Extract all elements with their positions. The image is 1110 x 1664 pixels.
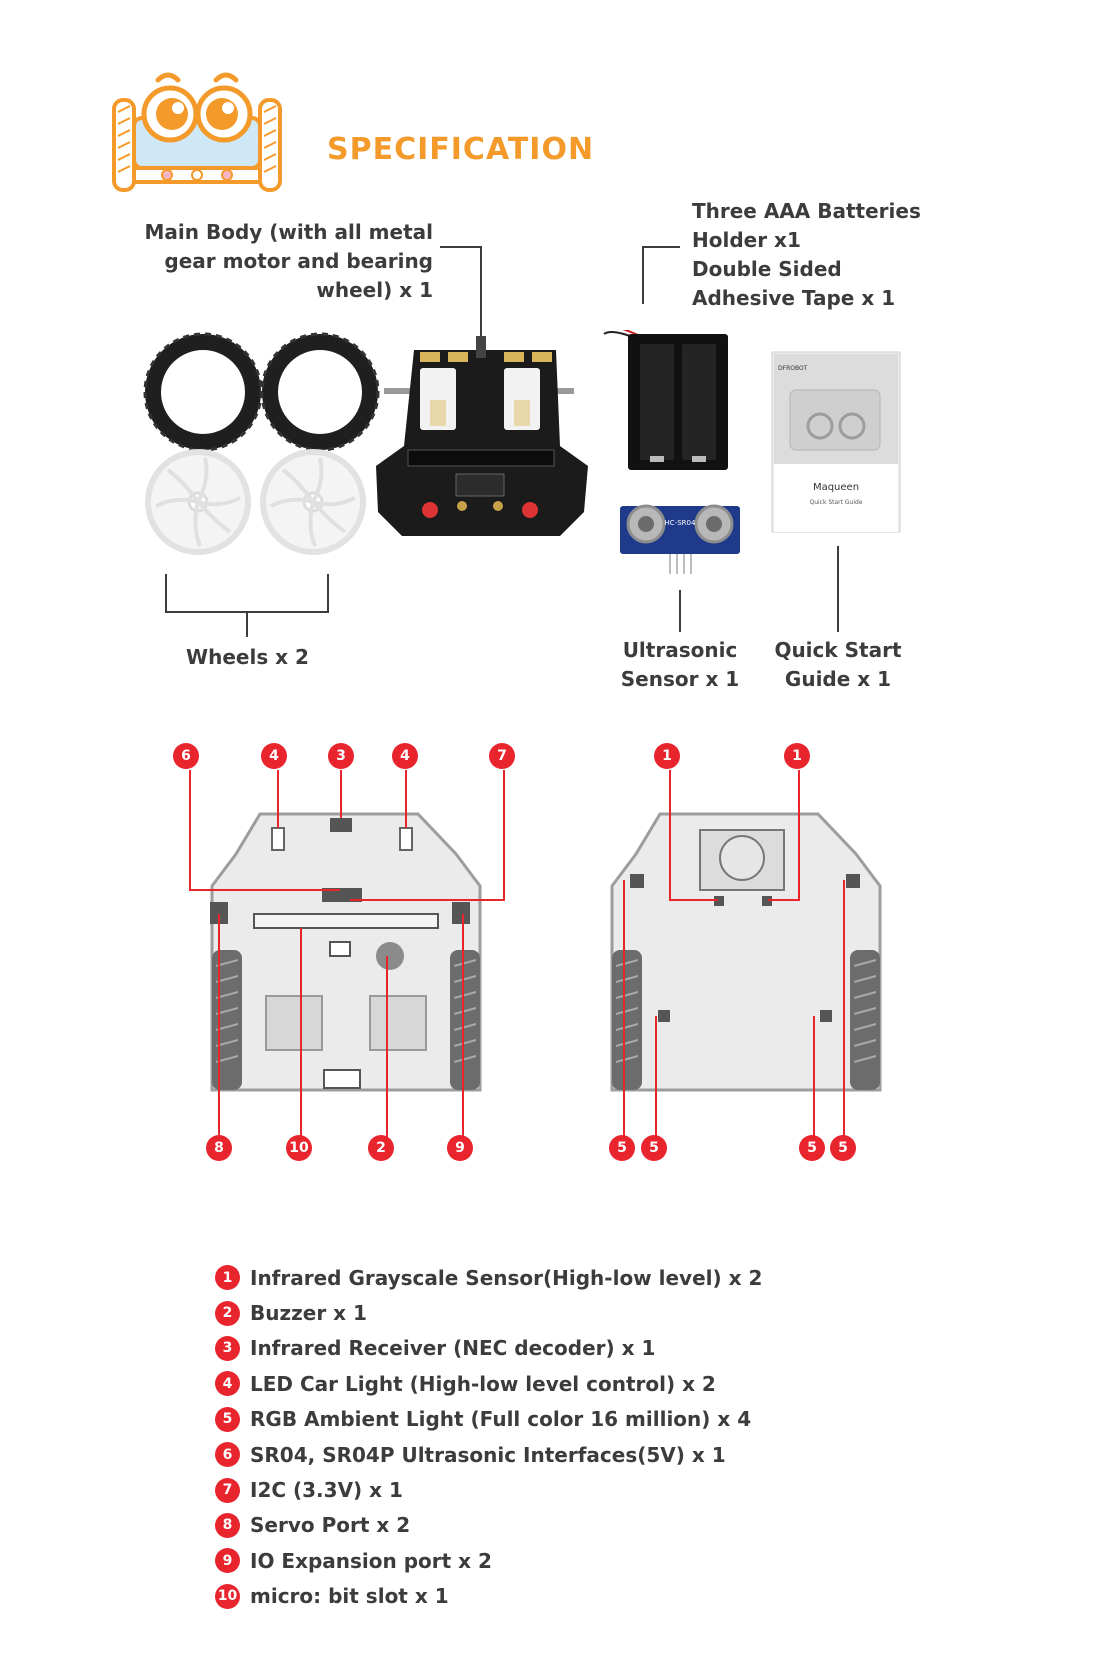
legend-item: 2 Buzzer x 1 (215, 1295, 762, 1330)
battery-line: Three AAA Batteries (692, 199, 921, 223)
quick-start-guide-icon: DFROBOT Maqueen Quick Start Guide (771, 351, 901, 533)
legend-text: RGB Ambient Light (Full color 16 million… (250, 1407, 752, 1432)
legend-text: Buzzer x 1 (250, 1301, 367, 1326)
ultrasonic-sensor-icon: HC-SR04 (620, 504, 740, 574)
legend-number-badge: 10 (215, 1583, 240, 1609)
main-body-line: wheel) x 1 (316, 278, 433, 302)
leader-line (837, 546, 839, 632)
legend-item: 10 micro: bit slot x 1 (215, 1579, 762, 1614)
legend-item: 7 I2C (3.3V) x 1 (215, 1472, 762, 1507)
ultrasonic-label: Ultrasonic Sensor x 1 (610, 636, 750, 694)
kit-parts-illustration: HC-SR04 DFROBOT Maqueen Quick Start Guid… (143, 330, 901, 574)
callout-number-badge: 5 (799, 1135, 825, 1161)
guide-line: Quick Start (774, 638, 902, 662)
legend-text: Infrared Receiver (NEC decoder) x 1 (250, 1336, 656, 1361)
feature-legend: 1 Infrared Grayscale Sensor(High-low leve… (215, 1260, 762, 1614)
callout-number-badge: 2 (368, 1135, 394, 1161)
battery-line: Holder x1 (692, 228, 801, 252)
ultrasonic-line: Sensor x 1 (620, 667, 740, 691)
page-title: SPECIFICATION (327, 132, 595, 167)
legend-item: 9 IO Expansion port x 2 (215, 1543, 762, 1578)
callout-number-badge: 7 (489, 743, 515, 769)
legend-text: I2C (3.3V) x 1 (250, 1478, 403, 1503)
front-board-diagram (210, 812, 482, 1092)
callout-number-badge: 4 (392, 743, 418, 769)
callout-number-badge: 5 (830, 1135, 856, 1161)
wheels-line: Wheels x 2 (186, 645, 309, 669)
main-body-label: Main Body (with all metal gear motor and… (145, 218, 433, 305)
callout-number-badge: 1 (654, 743, 680, 769)
battery-line: Double Sided (692, 257, 842, 281)
main-body-board-icon (376, 336, 588, 536)
callout-number-badge: 3 (328, 743, 354, 769)
legend-item: 5 RGB Ambient Light (Full color 16 millio… (215, 1402, 762, 1437)
robot-mascot-icon (112, 72, 282, 192)
legend-number-badge: 8 (215, 1512, 240, 1538)
guide-brand: DFROBOT (778, 365, 808, 372)
wheel-hub-icon (260, 449, 366, 555)
guide-subtitle: Quick Start Guide (809, 499, 862, 506)
guide-line: Guide x 1 (784, 667, 892, 691)
leader-line (679, 590, 681, 632)
ultrasonic-line: Ultrasonic (622, 638, 738, 662)
wheels-label: Wheels x 2 (170, 643, 325, 672)
legend-number-badge: 7 (215, 1477, 240, 1503)
guide-title: Maqueen (813, 482, 859, 493)
callout-number-badge: 1 (784, 743, 810, 769)
legend-text: Infrared Grayscale Sensor(High-low level… (250, 1265, 763, 1290)
callout-number-badge: 4 (261, 743, 287, 769)
leader-line (246, 611, 248, 637)
leader-line (480, 246, 482, 342)
wheel-hub-icon (145, 449, 251, 555)
legend-text: micro: bit slot x 1 (250, 1584, 449, 1609)
quick-start-label: Quick Start Guide x 1 (765, 636, 911, 694)
tire-icon (260, 332, 380, 452)
legend-text: Servo Port x 2 (250, 1513, 411, 1538)
sensor-module-name: HC-SR04 (665, 519, 696, 527)
legend-number-badge: 5 (215, 1406, 240, 1432)
battery-holder-icon (603, 330, 728, 470)
legend-number-badge: 4 (215, 1371, 240, 1397)
legend-text: SR04, SR04P Ultrasonic Interfaces(5V) x … (250, 1442, 726, 1467)
callout-number-badge: 6 (173, 743, 199, 769)
callout-number-badge: 5 (641, 1135, 667, 1161)
battery-holder-label: Three AAA Batteries Holder x1 Double Sid… (692, 197, 921, 313)
legend-item: 6 SR04, SR04P Ultrasonic Interfaces(5V) x… (215, 1437, 762, 1472)
callout-number-badge: 8 (206, 1135, 232, 1161)
legend-number-badge: 2 (215, 1300, 240, 1326)
legend-number-badge: 1 (215, 1265, 240, 1291)
legend-item: 1 Infrared Grayscale Sensor(High-low leve… (215, 1260, 762, 1295)
legend-item: 3 Infrared Receiver (NEC decoder) x 1 (215, 1331, 762, 1366)
leader-line (165, 574, 167, 612)
callout-leaders (189, 770, 845, 1148)
callout-number-badge: 9 (447, 1135, 473, 1161)
back-board-diagram (610, 812, 882, 1092)
legend-number-badge: 3 (215, 1335, 240, 1361)
header: SPECIFICATION (112, 70, 632, 200)
leader-line (642, 246, 644, 304)
legend-item: 8 Servo Port x 2 (215, 1508, 762, 1543)
legend-item: 4 LED Car Light (High-low level control) … (215, 1366, 762, 1401)
legend-text: LED Car Light (High-low level control) x… (250, 1371, 716, 1396)
legend-number-badge: 9 (215, 1548, 240, 1574)
tire-icon (143, 332, 263, 452)
leader-line (642, 246, 680, 248)
battery-line: Adhesive Tape x 1 (692, 286, 896, 310)
main-body-line: Main Body (with all metal (144, 220, 433, 244)
leader-line (327, 574, 329, 612)
callout-number-badge: 10 (286, 1135, 312, 1161)
main-body-line: gear motor and bearing (164, 249, 433, 273)
legend-number-badge: 6 (215, 1442, 240, 1468)
board-callout-diagram (189, 770, 882, 1148)
legend-text: IO Expansion port x 2 (250, 1548, 492, 1573)
leader-line (440, 246, 481, 248)
callout-number-badge: 5 (609, 1135, 635, 1161)
